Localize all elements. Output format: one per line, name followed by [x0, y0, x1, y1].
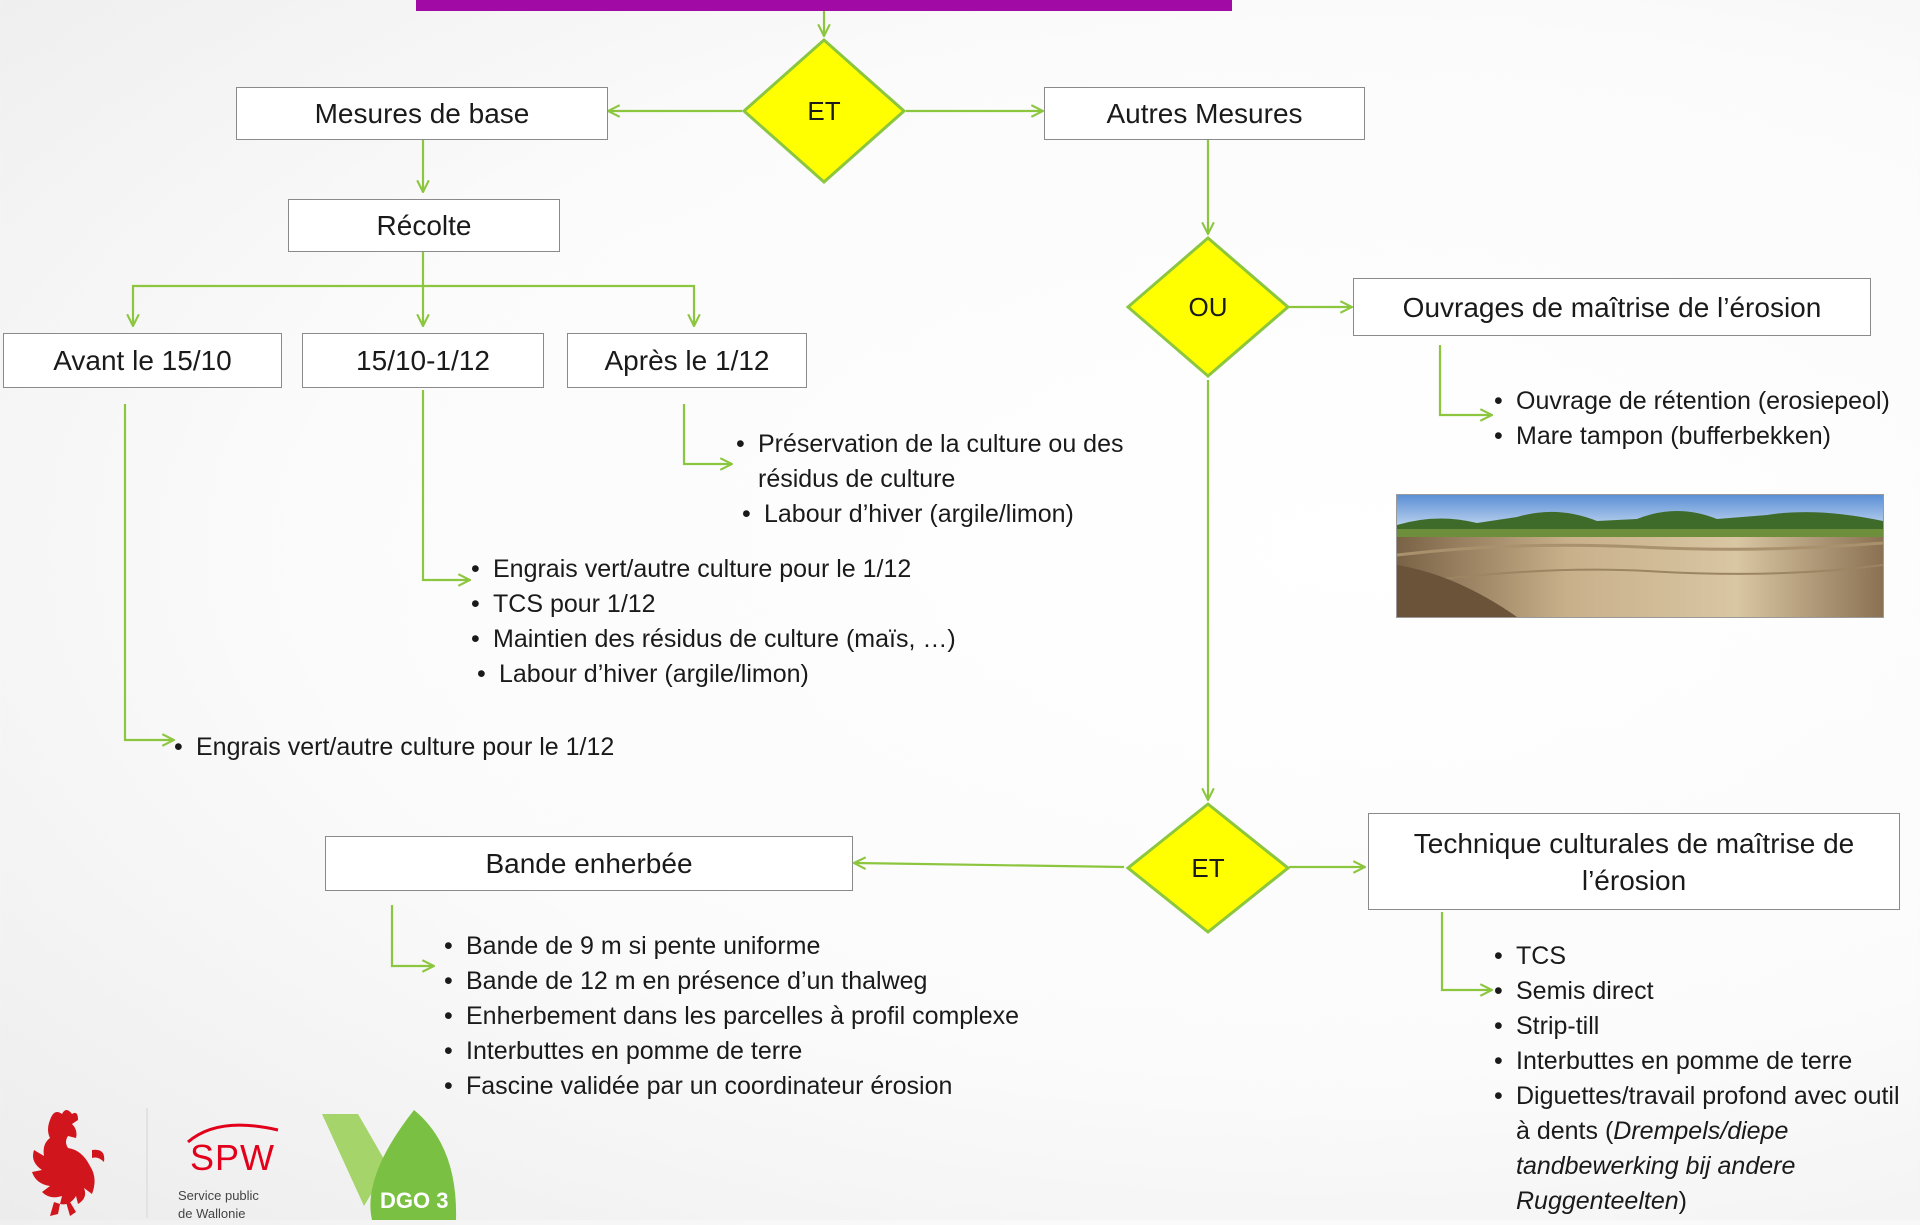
decision-et-top: ET — [742, 38, 906, 184]
list-item: Engrais vert/autre culture pour le 1/12 — [174, 730, 734, 765]
list-item: Préservation de la culture ou des résidu… — [736, 427, 1136, 497]
list-item: Engrais vert/autre culture pour le 1/12 — [471, 552, 1031, 587]
node-technique: Technique culturales de maîtrise de l’ér… — [1368, 813, 1900, 910]
edge-apres-to-list — [682, 404, 732, 464]
dgo3-logo: DGO 3 — [318, 1106, 460, 1220]
edge-recolte-to-avant — [133, 252, 425, 326]
wallonia-rooster-logo — [6, 1106, 110, 1218]
list-bande: Bande de 9 m si pente uniforme Bande de … — [444, 929, 1044, 1104]
list-item: Fascine validée par un coordinateur éros… — [444, 1069, 1044, 1104]
spw-wordmark: SPW — [190, 1137, 276, 1178]
list-item-text: Diguettes/travail profond avec outil à d… — [1516, 1082, 1900, 1145]
node-apres: Après le 1/12 — [567, 333, 807, 388]
diamond-shape — [1126, 236, 1290, 378]
diamond-shape — [742, 38, 906, 184]
list-entre: Engrais vert/autre culture pour le 1/12 … — [471, 552, 1031, 692]
decision-label: ET — [1191, 852, 1225, 883]
list-item: Strip-till — [1494, 1009, 1902, 1044]
list-item: Enherbement dans les parcelles à profil … — [444, 999, 1044, 1034]
list-item: Interbuttes en pomme de terre — [444, 1034, 1044, 1069]
list-item: Bande de 12 m en présence d’un thalweg — [444, 964, 1044, 999]
landscape-image — [1397, 495, 1883, 617]
list-item-italic: Drempels/diepe tandbewerking bij andere … — [1516, 1117, 1796, 1215]
buffer-basin-photo — [1396, 494, 1884, 618]
edge-bande-to-list — [390, 905, 434, 966]
edge-ouvrages-to-list — [1438, 345, 1492, 415]
list-item: Bande de 9 m si pente uniforme — [444, 929, 1044, 964]
decision-et-bottom: ET — [1126, 802, 1290, 934]
node-ouvrages: Ouvrages de maîtrise de l’érosion — [1353, 278, 1871, 336]
list-item: TCS — [1494, 939, 1902, 974]
decision-ou: OU — [1126, 236, 1290, 378]
divider — [146, 1108, 148, 1218]
list-item: Semis direct — [1494, 974, 1902, 1009]
spw-subtitle: Service public — [178, 1188, 259, 1203]
edge-entre-to-list — [421, 390, 470, 580]
dgo3-leaf-icon — [322, 1110, 457, 1220]
edge-recolte-to-apres — [423, 284, 694, 326]
node-avant: Avant le 15/10 — [3, 333, 282, 388]
rooster-icon — [32, 1110, 105, 1216]
node-mesures-base: Mesures de base — [236, 87, 608, 140]
node-autres-mesures: Autres Mesures — [1044, 87, 1365, 140]
list-item: Diguettes/travail profond avec outil à d… — [1494, 1079, 1902, 1219]
list-apres: Préservation de la culture ou des résidu… — [736, 427, 1136, 532]
list-technique: TCS Semis direct Strip-till Interbuttes … — [1494, 939, 1902, 1219]
list-item: TCS pour 1/12 — [471, 587, 1031, 622]
list-avant: Engrais vert/autre culture pour le 1/12 — [174, 730, 734, 765]
dgo3-label: DGO 3 — [380, 1188, 449, 1213]
list-item-text: ) — [1678, 1187, 1687, 1215]
node-entre: 15/10-1/12 — [302, 333, 544, 388]
list-item: Maintien des résidus de culture (maïs, …… — [471, 622, 1031, 657]
spw-swoosh-icon — [187, 1123, 279, 1144]
spw-subtitle: de Wallonie — [178, 1206, 246, 1221]
edge-technique-to-list — [1440, 912, 1492, 990]
edge-et-to-bande — [854, 863, 1125, 867]
node-bande: Bande enherbée — [325, 836, 853, 891]
node-recolte: Récolte — [288, 199, 560, 252]
list-ouvrages: Ouvrage de rétention (erosiepeol) Mare t… — [1494, 384, 1914, 454]
list-item: Interbuttes en pomme de terre — [1494, 1044, 1902, 1079]
list-item: Labour d’hiver (argile/limon) — [742, 497, 1136, 532]
spw-logo: SPW Service public de Wallonie — [178, 1112, 284, 1221]
list-item: Labour d’hiver (argile/limon) — [477, 657, 1031, 692]
top-banner-bar — [416, 0, 1232, 11]
list-item: Ouvrage de rétention (erosiepeol) — [1494, 384, 1914, 419]
edge-avant-to-list — [123, 404, 174, 740]
decision-label: OU — [1188, 291, 1228, 322]
decision-label: ET — [807, 95, 841, 126]
diamond-shape — [1126, 802, 1290, 934]
list-item: Mare tampon (bufferbekken) — [1494, 419, 1914, 454]
